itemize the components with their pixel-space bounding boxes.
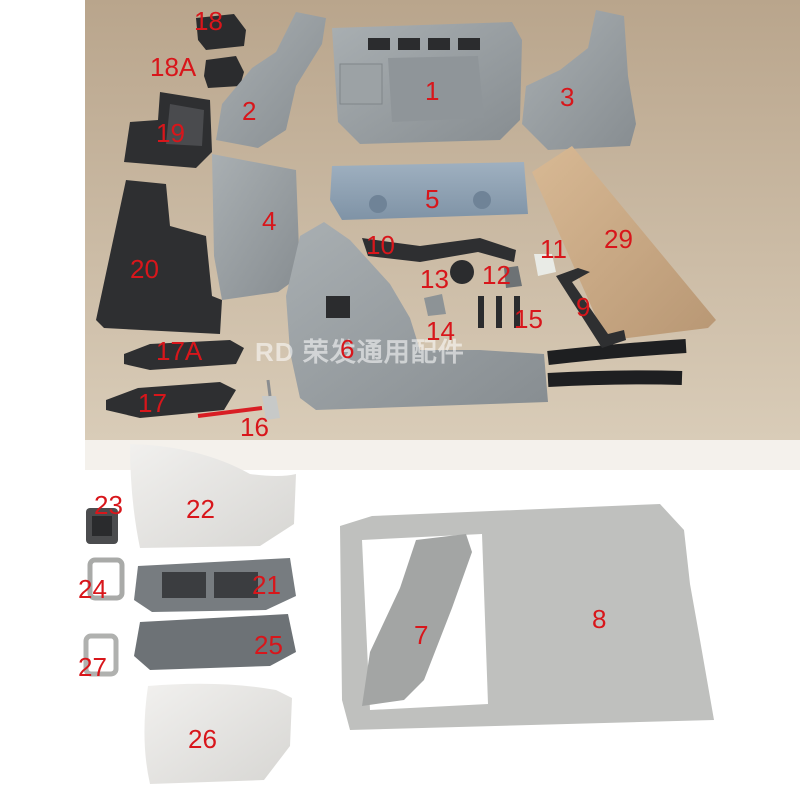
label-22: 22: [186, 494, 215, 524]
wall-floor-edge: [85, 440, 800, 470]
label-15: 15: [514, 304, 543, 334]
part-23-inner: [92, 516, 112, 536]
part-9: [556, 268, 626, 348]
part-1-vent-4: [458, 38, 480, 50]
label-20: 20: [130, 254, 159, 284]
part-25: [134, 614, 296, 670]
label-10: 10: [366, 230, 395, 260]
label-9: 9: [576, 292, 591, 322]
part-15-b: [496, 296, 502, 328]
part-27: [83, 633, 119, 677]
part-17a: [124, 340, 244, 370]
label-2: 2: [242, 96, 257, 126]
part-1-vent-1: [368, 38, 390, 50]
part-16-stem: [266, 379, 272, 397]
part-6-hose-2: [547, 370, 683, 387]
label-18: 18: [194, 6, 223, 36]
label-24: 24: [78, 574, 107, 604]
label-16: 16: [240, 412, 269, 442]
part-18: [196, 14, 246, 50]
label-1: 1: [425, 76, 440, 106]
part-6-hose-1: [547, 339, 687, 365]
watermark: RD 荣发通用配件: [255, 337, 465, 367]
part-16-body: [262, 396, 280, 420]
part-5-speaker-2: [473, 191, 491, 209]
label-17a: 17A: [156, 336, 203, 366]
label-18a: 18A: [150, 52, 197, 82]
part-14: [424, 294, 446, 316]
part-1-tray: [388, 56, 484, 122]
part-19-inner: [166, 104, 204, 146]
label-12: 12: [482, 260, 511, 290]
part-26: [144, 683, 292, 784]
part-17: [106, 382, 236, 418]
label-26: 26: [188, 724, 217, 754]
part-12: [504, 266, 522, 288]
part-15-a: [478, 296, 484, 328]
part-10: [362, 238, 516, 262]
part-3: [522, 10, 636, 150]
part-5-speaker-1: [369, 195, 387, 213]
label-29: 29: [604, 224, 633, 254]
part-2: [216, 12, 326, 148]
part-18a: [204, 56, 244, 88]
part-11: [534, 254, 556, 276]
part-16-rod: [197, 406, 263, 418]
label-8: 8: [592, 604, 607, 634]
part-1-vent-2: [398, 38, 420, 50]
label-3: 3: [560, 82, 575, 112]
label-23: 23: [94, 490, 123, 520]
part-6-vent: [326, 296, 350, 318]
label-17: 17: [138, 388, 167, 418]
label-13: 13: [420, 264, 449, 294]
label-19: 19: [156, 118, 185, 148]
part-21-slot-1: [162, 572, 206, 598]
label-25: 25: [254, 630, 283, 660]
label-4: 4: [262, 206, 277, 236]
part-29: [532, 146, 716, 340]
part-1-vent-3: [428, 38, 450, 50]
part-20: [96, 180, 222, 334]
label-6: 6: [340, 334, 355, 364]
label-5: 5: [425, 184, 440, 214]
part-22: [130, 444, 296, 548]
label-7: 7: [414, 620, 429, 650]
label-21: 21: [252, 570, 281, 600]
part-15-c: [514, 296, 520, 328]
label-14: 14: [426, 316, 455, 346]
part-6: [286, 222, 548, 410]
part-13: [450, 260, 474, 284]
part-7: [362, 534, 472, 706]
part-1-panel: [339, 63, 383, 105]
part-4: [212, 154, 300, 300]
part-24: [87, 557, 125, 601]
part-21-slot-2: [214, 572, 258, 598]
label-27: 27: [78, 652, 107, 682]
label-11: 11: [540, 234, 567, 264]
